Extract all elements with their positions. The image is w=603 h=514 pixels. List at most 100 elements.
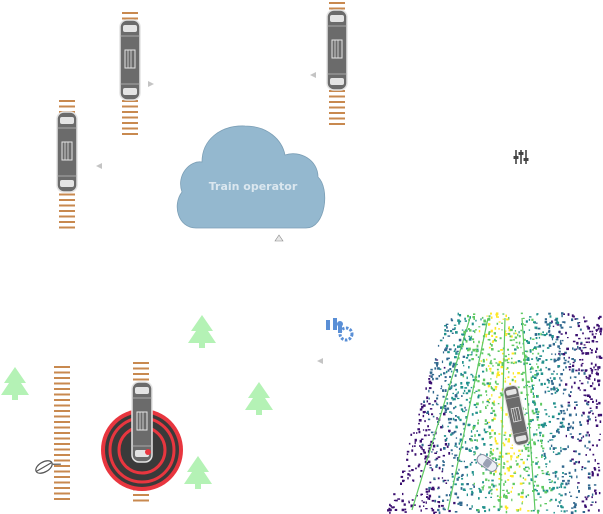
lidar-point (429, 371, 433, 374)
lidar-point (444, 389, 447, 392)
lidar-point (569, 433, 572, 435)
lidar-point (488, 332, 490, 335)
lidar-point (546, 386, 549, 389)
lidar-point (442, 468, 444, 471)
lidar-point (559, 377, 561, 380)
lidar-point (494, 439, 497, 443)
lidar-point (496, 368, 499, 371)
lidar-point (593, 366, 595, 369)
lidar-point (461, 477, 464, 480)
rail-tie (54, 426, 70, 429)
lidar-point (504, 359, 506, 362)
lidar-point (435, 457, 439, 460)
lidar-point (429, 464, 432, 466)
lidar-point (486, 400, 489, 403)
lidar-point (469, 337, 472, 339)
lidar-point (577, 482, 580, 484)
lidar-point (505, 496, 508, 499)
lidar-point (463, 371, 467, 374)
lidar-point (466, 383, 469, 385)
lidar-point (574, 503, 577, 506)
lidar-point (448, 362, 452, 366)
lidar-point (574, 468, 577, 472)
lidar-point (457, 459, 461, 462)
rail-tie (59, 221, 75, 223)
lidar-point (506, 318, 509, 321)
lidar-point (489, 354, 491, 357)
lidar-point (598, 492, 601, 495)
lidar-point (517, 372, 520, 375)
lidar-point (442, 336, 444, 339)
sliders-icon[interactable] (513, 150, 529, 164)
lidar-point (541, 360, 545, 362)
lidar-point (502, 466, 505, 469)
rail-tie (133, 499, 149, 502)
lidar-point (529, 316, 532, 318)
lidar-point (543, 334, 547, 337)
lidar-point (468, 448, 471, 452)
lidar-point (537, 466, 541, 469)
lidar-point (574, 401, 577, 403)
lidar-point (596, 444, 598, 447)
lidar-point (539, 355, 543, 357)
lidar-point (564, 493, 567, 496)
lidar-point (545, 456, 547, 459)
rail-tie (329, 101, 345, 103)
lidar-point (586, 352, 590, 355)
lidar-point (532, 401, 536, 404)
lidar-point (540, 445, 543, 448)
lidar-point (497, 371, 500, 373)
lidar-point (488, 338, 491, 341)
lidar-point (435, 362, 439, 365)
lidar-point (445, 323, 449, 325)
lidar-point (587, 495, 590, 497)
lidar-point (592, 400, 594, 403)
lidar-point (462, 473, 464, 476)
lidar-point (459, 314, 462, 317)
lidar-point (560, 499, 562, 502)
lidar-point (456, 392, 458, 395)
lidar-point (535, 433, 538, 436)
lidar-point (526, 444, 530, 446)
lidar-point (473, 424, 476, 427)
lidar-point (523, 338, 526, 341)
lidar-point (490, 496, 492, 498)
lidar-point (460, 501, 463, 505)
lidar-point (428, 486, 431, 490)
lidar-point (581, 468, 583, 471)
lidar-point (449, 368, 452, 371)
lidar-point (529, 420, 532, 423)
rail-tie (122, 111, 138, 113)
lidar-point (554, 470, 558, 474)
lidar-point (494, 413, 497, 417)
lidar-point (540, 368, 542, 372)
lidar-point (558, 350, 561, 353)
lidar-point (448, 348, 452, 351)
lidar-point (491, 387, 494, 390)
lidar-point (580, 364, 583, 367)
lidar-point (597, 379, 601, 382)
rail-tie (54, 421, 70, 423)
lidar-point (510, 361, 513, 364)
lidar-point (488, 508, 491, 512)
lidar-point (463, 330, 466, 334)
lidar-point (573, 381, 576, 385)
lidar-point (474, 434, 476, 437)
lidar-point (560, 342, 563, 345)
lidar-point (592, 339, 595, 343)
lidar-point (560, 379, 563, 382)
satellite-icon (35, 460, 61, 474)
lidar-point (518, 465, 521, 468)
lidar-point (567, 422, 570, 426)
lidar-point (440, 373, 442, 376)
lidar-point (583, 372, 586, 375)
lidar-point (551, 415, 555, 419)
lidar-point (488, 383, 491, 385)
lidar-point (587, 484, 591, 487)
lidar-point (563, 486, 567, 489)
lidar-point (558, 493, 561, 495)
lidar-point (467, 349, 470, 352)
lidar-point (514, 348, 517, 351)
lidar-point (563, 388, 567, 391)
lidar-point (424, 460, 427, 464)
